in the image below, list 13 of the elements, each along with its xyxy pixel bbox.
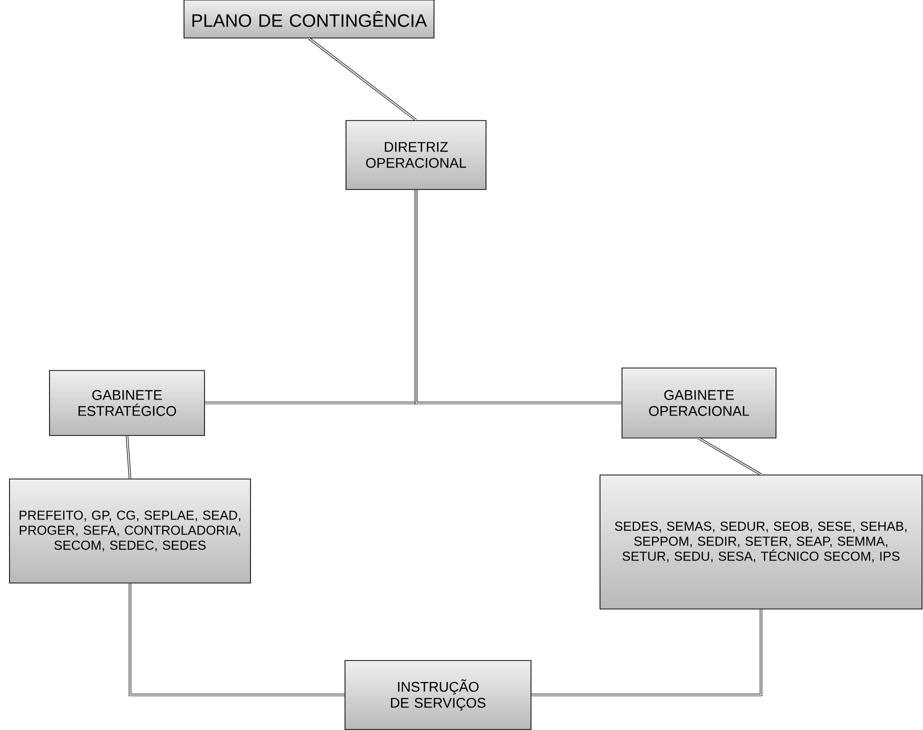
connector-line [414, 190, 622, 404]
box: GABINETE OPERACIONAL [622, 368, 776, 438]
box: SEDES, SEMAS, SEDUR, SEOB, SESE, SEHAB, SEPPOM, SEDIR, SETER, SEAP, SEMMA, SETUR, SEDU, SESA, TÉCNICO SECOM, IPS [600, 474, 922, 610]
connector-line [531, 609, 762, 696]
title-box: PLANO DE CONTINGÊNCIA [184, 0, 434, 38]
connector-line [308, 37, 417, 122]
connector-line [126, 436, 132, 479]
connector-line [128, 583, 345, 696]
connector-line [698, 437, 762, 476]
box: INSTRUÇÃO DE SERVIÇOS [344, 660, 532, 730]
box: GABINETE ESTRATÉGICO [49, 370, 205, 436]
box: PREFEITO, GP, CG, SEPLAE, SEAD, PROGER, SEFA, CONTROLADORIA, SECOM, SEDEC, SEDES [9, 478, 251, 584]
box: DIRETRIZ OPERACIONAL [346, 120, 486, 190]
